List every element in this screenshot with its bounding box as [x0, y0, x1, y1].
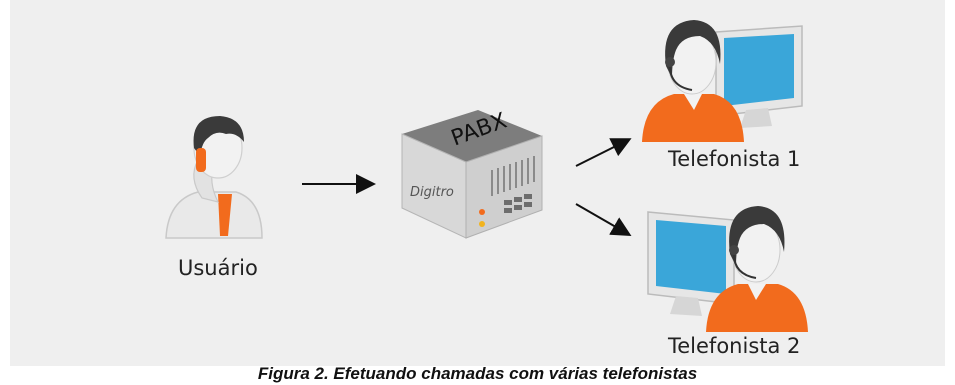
- pabx-brand-logo: Digitro: [410, 185, 454, 200]
- user-label: Usuário: [178, 256, 258, 280]
- arrow-pabx-to-operator1: [575, 138, 632, 167]
- operator1-label: Telefonista 1: [668, 147, 801, 171]
- operator2-label: Telefonista 2: [668, 334, 801, 358]
- figure-caption: Figura 2. Efetuando chamadas com várias …: [257, 364, 698, 383]
- user-node: [158, 108, 268, 248]
- arrow-pabx-to-operator2: [575, 203, 632, 236]
- operator-headset-monitor-icon: [647, 206, 808, 332]
- pabx-server-icon: [401, 110, 543, 239]
- arrow-user-to-pabx: [302, 174, 376, 194]
- operator2-node: [640, 196, 820, 336]
- pabx-node: [392, 104, 552, 244]
- operator-headset-monitor-icon: [642, 20, 803, 142]
- user-on-phone-icon: [165, 116, 263, 239]
- operator1-node: [630, 6, 810, 146]
